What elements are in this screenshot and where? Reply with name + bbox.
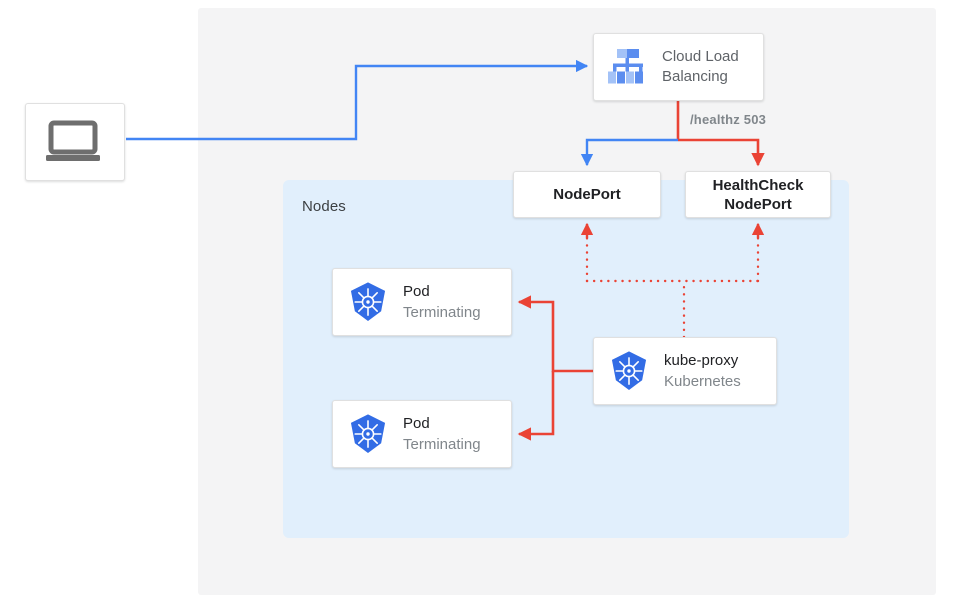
cloud-load-balancing-line1: Cloud Load — [662, 48, 739, 65]
kube-proxy-text: kube-proxy Kubernetes — [664, 351, 741, 392]
healthcheck-nodeport-line2: NodePort — [724, 195, 792, 213]
pod-2-status: Terminating — [403, 435, 481, 453]
cloud-load-balancing-card[interactable]: Cloud Load Balancing — [593, 33, 764, 101]
kube-proxy-title: kube-proxy — [664, 351, 739, 369]
cloud-load-balancing-line2: Balancing — [662, 68, 728, 85]
pod-1-status: Terminating — [403, 303, 481, 321]
healthcheck-nodeport-card[interactable]: HealthCheck NodePort — [685, 171, 831, 218]
pod-1-text: Pod Terminating — [403, 282, 481, 323]
kubernetes-icon — [611, 351, 647, 391]
pod-2-title: Pod — [403, 414, 430, 432]
pod-card-1[interactable]: Pod Terminating — [332, 268, 512, 336]
nodeport-card[interactable]: NodePort — [513, 171, 661, 218]
healthz-edge-label: /healthz 503 — [690, 112, 767, 127]
kube-proxy-card[interactable]: kube-proxy Kubernetes — [593, 337, 777, 405]
laptop-icon — [46, 120, 100, 161]
nodes-group-label: Nodes — [302, 198, 346, 215]
healthcheck-nodeport-line1: HealthCheck — [712, 176, 804, 194]
pod-2-text: Pod Terminating — [403, 414, 481, 455]
nodeport-label: NodePort — [553, 186, 621, 203]
pod-1-title: Pod — [403, 282, 430, 300]
client-device-card[interactable] — [25, 103, 125, 181]
pod-card-2[interactable]: Pod Terminating — [332, 400, 512, 468]
kubernetes-icon — [350, 282, 386, 322]
cloud-load-balancing-label: Cloud Load Balancing — [662, 47, 739, 87]
kube-proxy-subtitle: Kubernetes — [664, 372, 741, 390]
cloud-load-balancing-icon — [608, 49, 643, 84]
kubernetes-icon — [350, 414, 386, 454]
